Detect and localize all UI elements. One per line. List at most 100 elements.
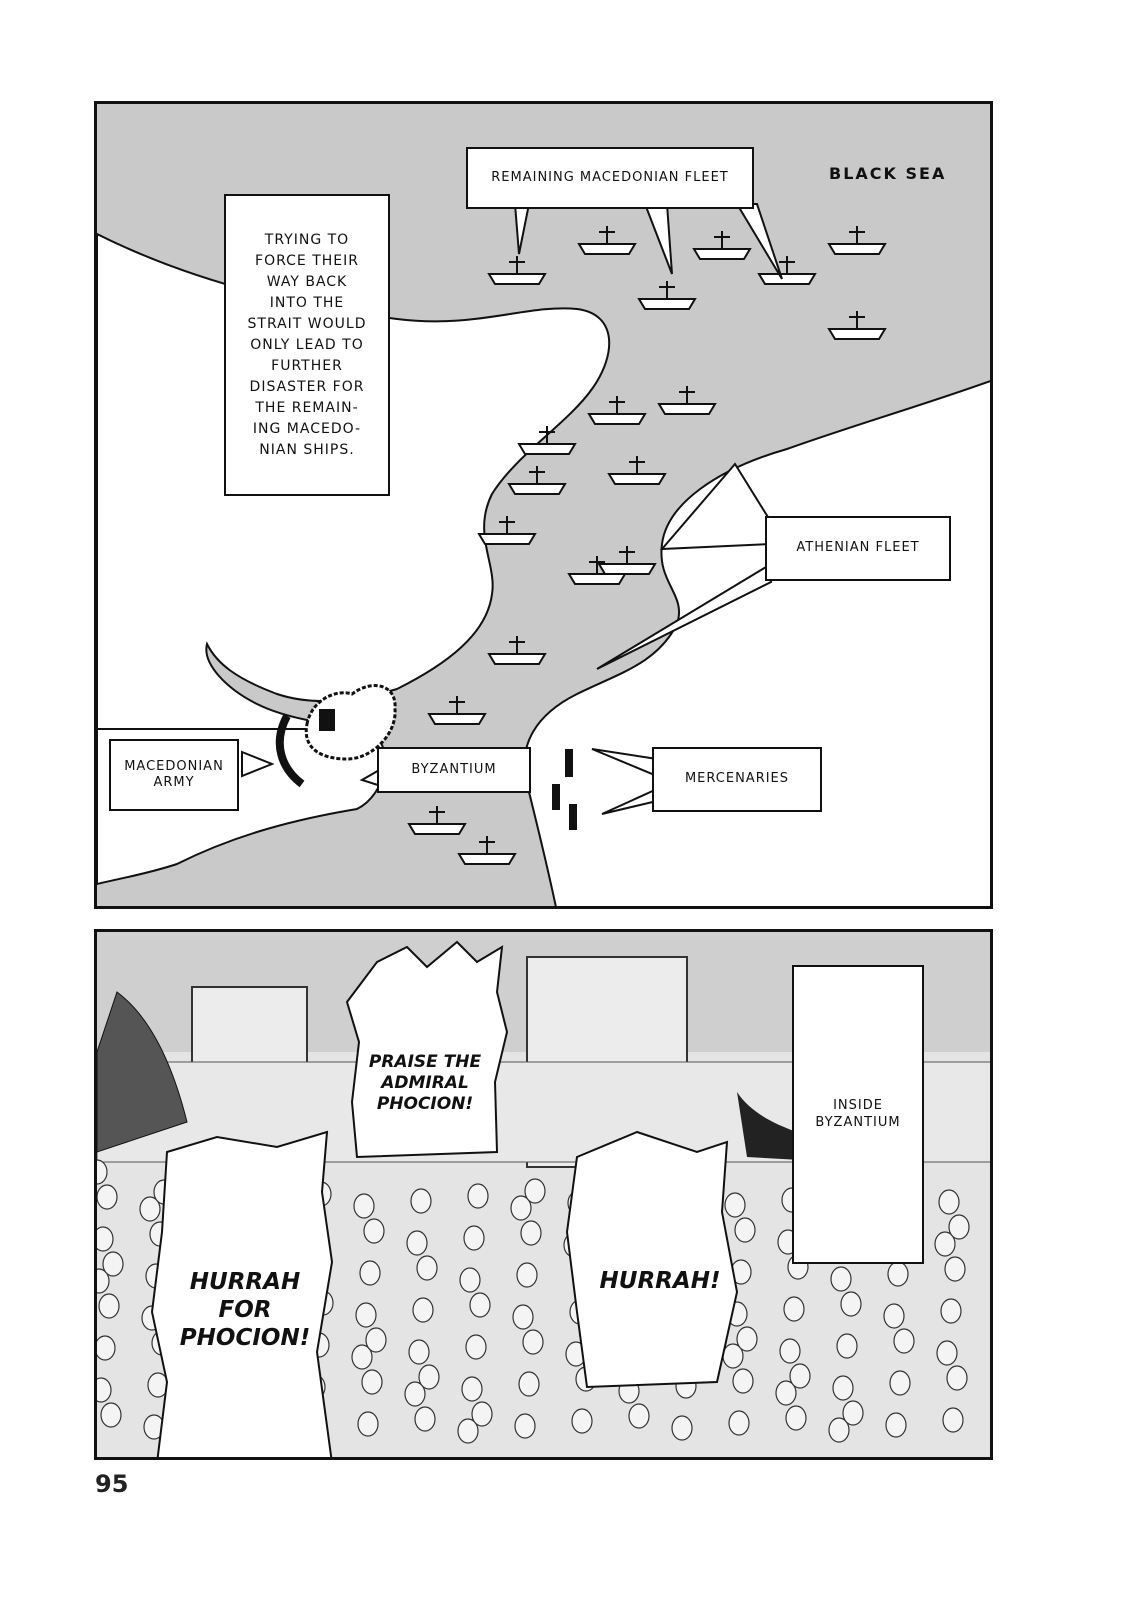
text-line: PHOCION! — [376, 1094, 474, 1114]
crowd-person — [363, 1218, 385, 1244]
text-line: ONLY LEAD TO — [250, 336, 364, 353]
crowd-person — [408, 1339, 430, 1365]
crowd-person — [355, 1302, 377, 1328]
page-number: 95 — [95, 1470, 129, 1498]
crowd-person — [465, 1334, 487, 1360]
crowd-person — [836, 1333, 858, 1359]
crowd-person — [948, 1214, 970, 1240]
crowd-person — [416, 1255, 438, 1281]
text-line: BYZANTIUM — [815, 1114, 901, 1130]
crowd-person — [775, 1380, 797, 1406]
crowd-person — [840, 1291, 862, 1317]
crowd-person — [139, 1196, 161, 1222]
athenian-fleet-caption: ATHENIAN FLEET — [765, 516, 951, 581]
text-line: INTO THE — [269, 294, 345, 311]
praise-bubble — [345, 940, 509, 1159]
crowd-person — [832, 1375, 854, 1401]
crowd-person — [940, 1298, 962, 1324]
crowd-person — [883, 1303, 905, 1329]
crowd-person — [628, 1403, 650, 1429]
crowd-person — [365, 1327, 387, 1353]
crowd-person — [97, 1377, 112, 1403]
text-line: ING MACEDO- — [252, 420, 362, 437]
byzantium-caption: BYZANTIUM — [377, 747, 531, 793]
ships — [407, 226, 887, 865]
crowd-person — [789, 1363, 811, 1389]
crowd-person — [842, 1400, 864, 1426]
crowd-person — [889, 1370, 911, 1396]
crowd-person — [102, 1251, 124, 1277]
crowd-person — [97, 1184, 118, 1210]
crowd-person — [942, 1407, 964, 1433]
ship-hull-left — [97, 991, 188, 1153]
ship-icon — [517, 426, 577, 455]
text-line: WAY BACK — [266, 273, 348, 290]
ship-icon — [457, 836, 517, 865]
hurrah-phocion-bubble — [150, 1130, 334, 1457]
crowd-person — [414, 1406, 436, 1432]
crowd-person — [97, 1268, 110, 1294]
crowd-person — [783, 1296, 805, 1322]
crowd-person — [938, 1189, 960, 1215]
ship-icon — [587, 396, 647, 425]
crowd-person — [522, 1329, 544, 1355]
crowd-person — [514, 1413, 536, 1439]
crowd-person — [946, 1365, 968, 1391]
crowd-person — [459, 1267, 481, 1293]
crowd-person — [728, 1410, 750, 1436]
army-siege-line — [275, 714, 305, 788]
city-marker — [319, 709, 335, 731]
crowd-person — [406, 1230, 428, 1256]
ship-icon — [407, 806, 467, 835]
crowd-person — [518, 1371, 540, 1397]
mercenary-markers — [552, 749, 577, 830]
crowd-person — [471, 1401, 493, 1427]
crowd-person — [469, 1292, 491, 1318]
hurrah-text: HURRAH! — [599, 1268, 721, 1294]
crowd-person — [361, 1369, 383, 1395]
crowd-person — [404, 1381, 426, 1407]
crowd-person — [418, 1364, 440, 1390]
crowd-person — [785, 1405, 807, 1431]
crowd-person — [412, 1297, 434, 1323]
crowd-person — [410, 1188, 432, 1214]
crowd-person — [463, 1225, 485, 1251]
crowd-person — [461, 1376, 483, 1402]
crowd-person — [885, 1412, 907, 1438]
crowd-person — [100, 1402, 122, 1428]
text-line: STRAIT WOULD — [247, 315, 367, 332]
crowd-person — [936, 1340, 958, 1366]
ship-icon — [477, 516, 537, 545]
crowd-person — [828, 1417, 850, 1443]
text-line: FURTHER — [271, 357, 343, 374]
text-line: INSIDE — [833, 1098, 883, 1114]
byzantium-walls — [304, 684, 397, 761]
ship-icon — [827, 226, 887, 255]
crowd-person — [736, 1326, 758, 1352]
text-line: MACEDONIAN — [124, 758, 224, 774]
asian-coast-land — [523, 380, 990, 906]
crowd-person — [351, 1344, 373, 1370]
ship-icon — [757, 256, 817, 285]
black-sea-label: BLACK SEA — [829, 164, 947, 183]
ship-icon — [607, 456, 667, 485]
text-line: ADMIRAL — [381, 1073, 469, 1093]
crowd-person — [779, 1338, 801, 1364]
crowd-person — [516, 1262, 538, 1288]
ship-icon — [637, 281, 697, 310]
crowd-person — [359, 1260, 381, 1286]
crowd-person — [97, 1226, 114, 1252]
crowd-person — [571, 1408, 593, 1434]
crowd-person — [524, 1178, 546, 1204]
crowd-person — [357, 1411, 379, 1437]
text-line: DISASTER FOR — [249, 378, 365, 395]
crowd-person — [457, 1418, 479, 1444]
crowd-person — [512, 1304, 534, 1330]
ship-icon — [487, 636, 547, 665]
ship-icon — [657, 386, 717, 415]
crowd-person — [944, 1256, 966, 1282]
callout-pointers — [241, 203, 783, 815]
